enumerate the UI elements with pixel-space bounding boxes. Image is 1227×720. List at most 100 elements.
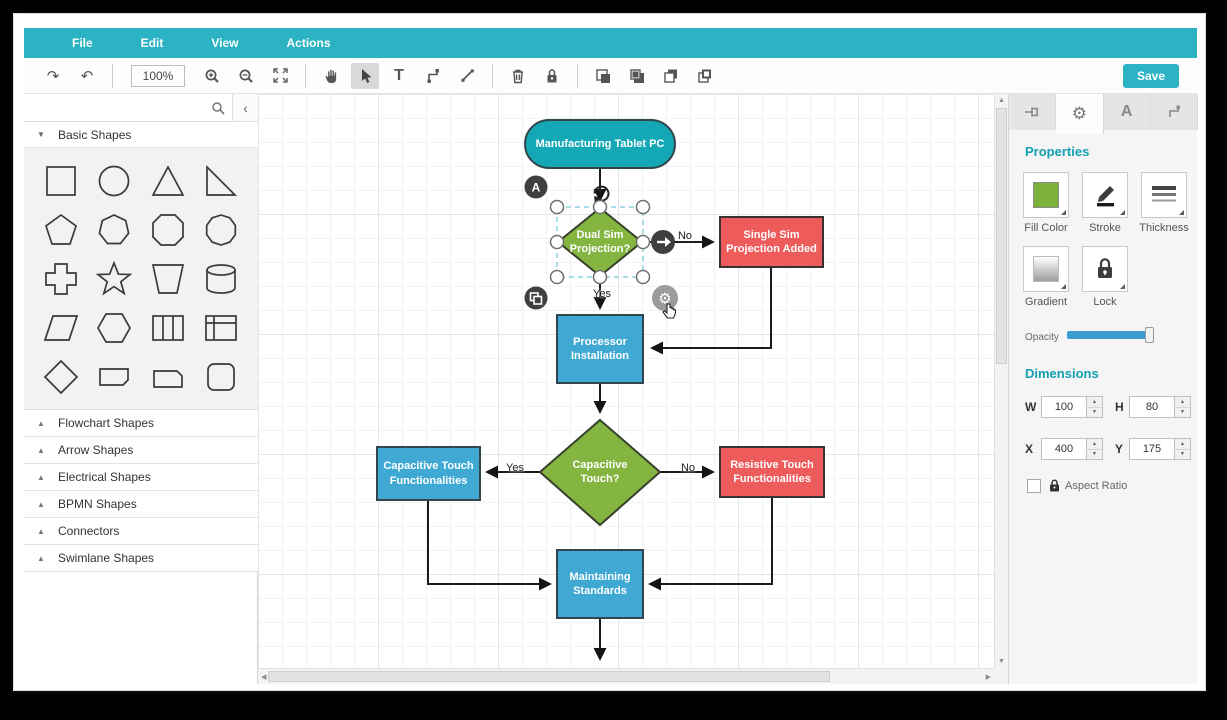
x-input[interactable]	[1041, 438, 1086, 460]
rotate-handle[interactable]	[593, 182, 610, 203]
section-swimlane-shapes[interactable]: ▲Swimlane Shapes	[24, 545, 258, 572]
annotation-badge[interactable]: A	[524, 175, 548, 199]
section-flowchart-shapes[interactable]: ▲Flowchart Shapes	[24, 410, 258, 437]
duplicate-badge[interactable]	[524, 286, 548, 310]
height-input[interactable]	[1129, 396, 1174, 418]
bring-forward-button[interactable]	[657, 63, 685, 89]
shape-plus[interactable]	[34, 254, 88, 303]
shape-partition-rect[interactable]	[141, 303, 195, 352]
step-up-icon[interactable]: ▲	[1175, 397, 1190, 408]
menu-file[interactable]: File	[72, 36, 93, 50]
pan-tool-button[interactable]	[317, 63, 345, 89]
settings-badge[interactable]: ⚙	[652, 285, 678, 311]
shape-star[interactable]	[88, 254, 142, 303]
shape-heptagon[interactable]	[88, 205, 142, 254]
shape-decagon[interactable]	[195, 205, 249, 254]
shape-parallelogram[interactable]	[34, 303, 88, 352]
send-backward-button[interactable]	[691, 63, 719, 89]
height-stepper[interactable]: ▲▼	[1174, 396, 1191, 418]
search-input[interactable]	[24, 94, 204, 121]
draw-connector-badge[interactable]	[651, 230, 675, 254]
node-capacitive[interactable]	[376, 446, 481, 501]
stroke-button[interactable]	[1082, 172, 1128, 218]
lock-button-panel[interactable]	[1082, 246, 1128, 292]
section-basic-shapes[interactable]: ▼ Basic Shapes	[24, 122, 258, 148]
scroll-down-icon[interactable]: ▼	[998, 658, 1005, 665]
send-to-back-button[interactable]	[623, 63, 651, 89]
node-decision2[interactable]	[538, 418, 662, 527]
tab-connector[interactable]	[1151, 94, 1198, 130]
shape-chamfer-rect[interactable]	[88, 352, 142, 401]
shape-octagon[interactable]	[141, 205, 195, 254]
scroll-up-icon[interactable]: ▲	[998, 97, 1005, 104]
horizontal-scrollbar[interactable]: ◀ ▶	[258, 668, 994, 684]
shape-cylinder[interactable]	[195, 254, 249, 303]
step-down-icon[interactable]: ▼	[1180, 409, 1185, 416]
save-button[interactable]: Save	[1123, 64, 1179, 88]
width-input[interactable]	[1041, 396, 1086, 418]
step-down-icon[interactable]: ▼	[1092, 451, 1097, 458]
step-down-icon[interactable]: ▼	[1092, 409, 1097, 416]
vertical-scrollbar[interactable]: ▲ ▼	[994, 94, 1008, 668]
section-bpmn-shapes[interactable]: ▲BPMN Shapes	[24, 491, 258, 518]
undo-button[interactable]: ↶	[80, 67, 94, 85]
shape-rounded-square[interactable]	[195, 352, 249, 401]
shape-circle[interactable]	[88, 156, 142, 205]
opacity-slider[interactable]	[1067, 331, 1151, 339]
thickness-button[interactable]	[1141, 172, 1187, 218]
collapse-sidebar-button[interactable]: ‹	[232, 94, 258, 121]
aspect-ratio-checkbox[interactable]	[1027, 479, 1041, 493]
zoom-in-button[interactable]	[198, 63, 226, 89]
fit-to-page-button[interactable]	[266, 63, 294, 89]
menu-view[interactable]: View	[211, 36, 239, 50]
zoom-level-input[interactable]	[131, 64, 185, 87]
shape-pentagon[interactable]	[34, 205, 88, 254]
node-decision1[interactable]	[556, 206, 644, 278]
selection-handles[interactable]	[549, 199, 651, 285]
node-resistive[interactable]	[719, 446, 825, 498]
fill-color-button[interactable]	[1023, 172, 1069, 218]
shape-table-rect[interactable]	[195, 303, 249, 352]
zoom-out-button[interactable]	[232, 63, 260, 89]
redo-button[interactable]: ↷	[46, 67, 60, 85]
bring-to-front-button[interactable]	[589, 63, 617, 89]
shape-hexagon[interactable]	[88, 303, 142, 352]
menu-actions[interactable]: Actions	[286, 36, 331, 50]
shape-chamfer-rect-2[interactable]	[141, 352, 195, 401]
scroll-right-icon[interactable]: ▶	[985, 674, 991, 681]
node-single-sim[interactable]	[719, 216, 824, 268]
menu-edit[interactable]: Edit	[140, 36, 164, 50]
x-stepper[interactable]: ▲▼	[1086, 438, 1103, 460]
section-arrow-shapes[interactable]: ▲Arrow Shapes	[24, 437, 258, 464]
shape-square[interactable]	[34, 156, 88, 205]
step-up-icon[interactable]: ▲	[1087, 397, 1102, 408]
tab-text[interactable]: A	[1104, 94, 1151, 130]
shape-trapezoid[interactable]	[141, 254, 195, 303]
select-tool-button[interactable]	[351, 62, 379, 89]
shape-triangle[interactable]	[141, 156, 195, 205]
horizontal-scroll-thumb[interactable]	[268, 671, 830, 682]
tab-pin[interactable]	[1009, 94, 1057, 130]
shape-diamond[interactable]	[34, 352, 88, 401]
section-electrical-shapes[interactable]: ▲Electrical Shapes	[24, 464, 258, 491]
step-up-icon[interactable]: ▲	[1087, 439, 1102, 450]
section-connectors[interactable]: ▲Connectors	[24, 518, 258, 545]
shape-right-triangle[interactable]	[195, 156, 249, 205]
line-tool-button[interactable]	[453, 63, 481, 89]
y-stepper[interactable]: ▲▼	[1174, 438, 1191, 460]
node-start[interactable]	[524, 119, 676, 169]
connector-tool-button[interactable]	[419, 63, 447, 89]
diagram-canvas[interactable]: A ⚙	[258, 94, 994, 668]
gradient-button[interactable]	[1023, 246, 1069, 292]
y-input[interactable]	[1129, 438, 1174, 460]
step-up-icon[interactable]: ▲	[1175, 439, 1190, 450]
node-processor[interactable]	[556, 314, 644, 384]
text-tool-button[interactable]: T	[394, 66, 404, 84]
lock-button[interactable]	[538, 63, 566, 89]
delete-button[interactable]	[504, 63, 532, 89]
step-down-icon[interactable]: ▼	[1180, 451, 1185, 458]
scroll-left-icon[interactable]: ◀	[261, 674, 267, 681]
node-maintain[interactable]	[556, 549, 644, 619]
opacity-slider-handle[interactable]	[1145, 327, 1154, 343]
tab-properties[interactable]: ⚙	[1056, 94, 1104, 134]
